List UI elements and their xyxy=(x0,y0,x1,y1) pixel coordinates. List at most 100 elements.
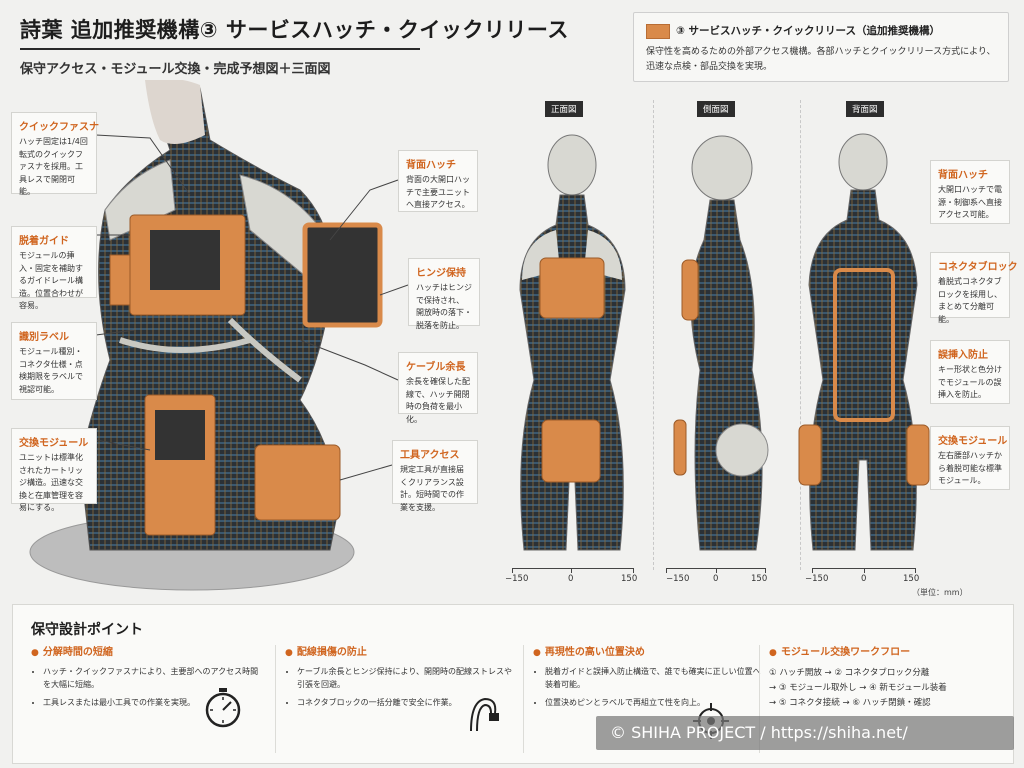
tick-mark xyxy=(512,568,513,573)
front-lower-hatch xyxy=(541,419,601,483)
leader-line xyxy=(299,339,399,381)
back-view-figure xyxy=(798,133,930,551)
point-disassembly-time: 分解時間の短縮 ハッチ・クイックファスナにより、主要部へのアクセス時間を大幅に短… xyxy=(31,643,261,757)
tick-label: 0 xyxy=(713,574,719,584)
tick-label: −150 xyxy=(805,574,829,584)
callout-tool-access: 工具アクセス 規定工具が直接届くクリアランス設計。短時間での作業を支援。 xyxy=(392,440,478,512)
callout-back-hatch-right: 背面ハッチ 大開口ハッチで電源・制御系へ直接アクセス可能。 xyxy=(930,160,1010,224)
title-underline xyxy=(20,48,420,50)
point-item: ケーブル余長とヒンジ保持により、開閉時の配線ストレスや引張を回避。 xyxy=(297,666,515,691)
workflow-step-row: → ⑤ コネクタ接続 → ⑥ ハッチ閉鎖・確認 xyxy=(769,698,931,708)
tick-mark xyxy=(864,568,865,573)
tick-label: 150 xyxy=(751,574,768,584)
callout-quick-fastener: クイックファスナ ハッチ固定は1/4回転式のクイックファスナを採用。工具レスで開… xyxy=(11,112,99,196)
point-workflow: モジュール交換ワークフロー ① ハッチ開放 → ② コネクタブロック分離 → ③… xyxy=(769,643,999,757)
unit-label: （単位：mm） xyxy=(912,588,968,597)
tick-label: 0 xyxy=(568,574,574,584)
tick-label: −150 xyxy=(505,574,529,584)
callout-connector-block: コネクタブロック 着脱式コネクタブロックを採用し、まとめて分離可能。 xyxy=(930,252,1018,324)
tick-mark xyxy=(716,568,717,573)
tick-mark xyxy=(571,568,572,573)
leader-line xyxy=(95,329,136,336)
point-item: ハッチ・クイックファスナにより、主要部へのアクセス時間を大幅に短縮。 xyxy=(43,666,261,691)
legend-heading: ③ サービスハッチ・クイックリリース（追加推奨機構） xyxy=(676,25,941,37)
point-heading: 分解時間の短縮 xyxy=(31,643,261,658)
page-title: 詩葉 追加推奨機構③ サービスハッチ・クイックリリース xyxy=(20,18,569,42)
callout-miss-insert: 誤挿入防止 キー形状と色分けでモジュールの誤挿入を防止。 xyxy=(930,340,1010,404)
legend-box: ③ サービスハッチ・クイックリリース（追加推奨機構） 保守性を高めるための外部ア… xyxy=(633,12,1009,82)
callout-title: 交換モジュール xyxy=(938,436,1008,447)
callout-title: 識別ラベル xyxy=(19,332,69,343)
callout-hinge: ヒンジ保持 ハッチはヒンジで保持され、開放時の落下・脱落を防止。 xyxy=(408,258,480,330)
callout-body: 余長を確保した配線で、ハッチ開閉時の負荷を最小化。 xyxy=(406,377,470,424)
cable-icon xyxy=(470,697,499,732)
callout-title: クイックファスナ xyxy=(19,122,99,133)
callout-body: 大開口ハッチで電源・制御系へ直接アクセス可能。 xyxy=(938,185,1002,219)
tick-mark xyxy=(633,568,634,573)
view-label-side: 側面図 xyxy=(697,101,735,117)
back-left-hip-hatch xyxy=(798,424,822,486)
callout-body: 左右腰部ハッチから着脱可能な標準モジュール。 xyxy=(938,451,1002,485)
column-divider xyxy=(759,645,760,753)
callout-body: 規定工具が直接届くクリアランス設計。短時間での作業を支援。 xyxy=(400,465,464,512)
tick-label: 150 xyxy=(903,574,920,584)
front-view-figure xyxy=(519,134,626,551)
side-view-figure xyxy=(673,135,769,551)
back-hatch-frame xyxy=(833,268,895,422)
scale-axis-front xyxy=(512,568,634,569)
callout-title: コネクタブロック xyxy=(938,262,1018,273)
callout-hip-module: 交換モジュール 左右腰部ハッチから着脱可能な標準モジュール。 xyxy=(930,426,1010,490)
point-heading: モジュール交換ワークフロー xyxy=(769,643,999,658)
view-label-front: 正面図 xyxy=(545,101,583,117)
panel-title: 保守設計ポイント xyxy=(31,622,143,638)
side-lower-hatch xyxy=(673,419,687,476)
callout-back-hatch: 背面ハッチ 背面の大開口ハッチで主要ユニットへ直接アクセス。 xyxy=(398,150,478,212)
callout-body: モジュール種別・コネクタ仕様・点検期限をラベルで視認可能。 xyxy=(19,347,83,394)
page-subtitle: 保守アクセス・モジュール交換・完成予想図＋三面図 xyxy=(20,62,331,77)
frame-rib xyxy=(227,317,302,383)
leader-line xyxy=(95,134,191,196)
point-item: 工具レスまたは最小工具での作業を実現。 xyxy=(43,697,261,710)
copyright-watermark: © SHIHA PROJECT / https://shiha.net/ xyxy=(596,716,1014,750)
callout-exchange-module: 交換モジュール ユニットは標準化されたカートリッジ構造。迅速な交換と在庫管理を容… xyxy=(11,428,97,512)
chest-module xyxy=(150,230,220,290)
point-item: 位置決めピンとラベルで再組立て性を向上。 xyxy=(545,697,763,710)
tick-label: 0 xyxy=(861,574,867,584)
legend-swatch xyxy=(646,24,670,39)
view-label-back: 背面図 xyxy=(846,101,884,117)
callout-title: 工具アクセス xyxy=(400,450,460,461)
tick-mark xyxy=(765,568,766,573)
callout-title: 交換モジュール xyxy=(19,438,89,449)
callout-title: 背面ハッチ xyxy=(938,170,988,181)
lower-hatch-right xyxy=(254,444,341,521)
front-chest-hatch xyxy=(539,257,605,319)
callout-body: 着脱式コネクタブロックを採用し、まとめて分離可能。 xyxy=(938,277,1002,324)
stopwatch-icon xyxy=(205,688,241,728)
view-divider xyxy=(653,100,654,570)
point-heading: 配線損傷の防止 xyxy=(285,643,515,658)
tick-mark xyxy=(666,568,667,573)
callout-title: ケーブル余長 xyxy=(406,362,466,373)
leader-line xyxy=(95,439,151,451)
leader-line xyxy=(379,284,409,296)
callout-body: 背面の大開口ハッチで主要ユニットへ直接アクセス。 xyxy=(406,175,470,209)
open-hatch-right xyxy=(302,222,383,328)
column-divider xyxy=(275,645,276,753)
callout-body: ユニットは標準化されたカートリッジ構造。迅速な交換と在庫管理を容易にする。 xyxy=(19,453,83,512)
tick-mark xyxy=(812,568,813,573)
workflow-step-row: → ③ モジュール取外し → ④ 新モジュール装着 xyxy=(769,683,947,693)
callout-title: ヒンジ保持 xyxy=(416,268,466,279)
callout-body: キー形状と色分けでモジュールの誤挿入を防止。 xyxy=(938,365,1002,399)
leader-line xyxy=(329,179,399,241)
lower-module-left xyxy=(155,410,205,460)
point-item: 脱着ガイドと誤挿入防止構造で、誰でも確実に正しい位置へ装着可能。 xyxy=(545,666,763,691)
leader-line xyxy=(339,464,393,481)
maintenance-points-panel: 保守設計ポイント 分解時間の短縮 ハッチ・クイックファスナにより、主要部へのアク… xyxy=(12,604,1014,764)
callout-id-label: 識別ラベル モジュール種別・コネクタ仕様・点検期限をラベルで視認可能。 xyxy=(11,322,97,400)
column-divider xyxy=(523,645,524,753)
callout-title: 背面ハッチ xyxy=(406,160,456,171)
tick-label: −150 xyxy=(666,574,690,584)
callout-cable-slack: ケーブル余長 余長を確保した配線で、ハッチ開閉時の負荷を最小化。 xyxy=(398,352,478,424)
head-chin xyxy=(145,80,205,144)
callout-body: ハッチ固定は1/4回転式のクイックファスナを採用。工具レスで開閉可能。 xyxy=(19,137,88,196)
